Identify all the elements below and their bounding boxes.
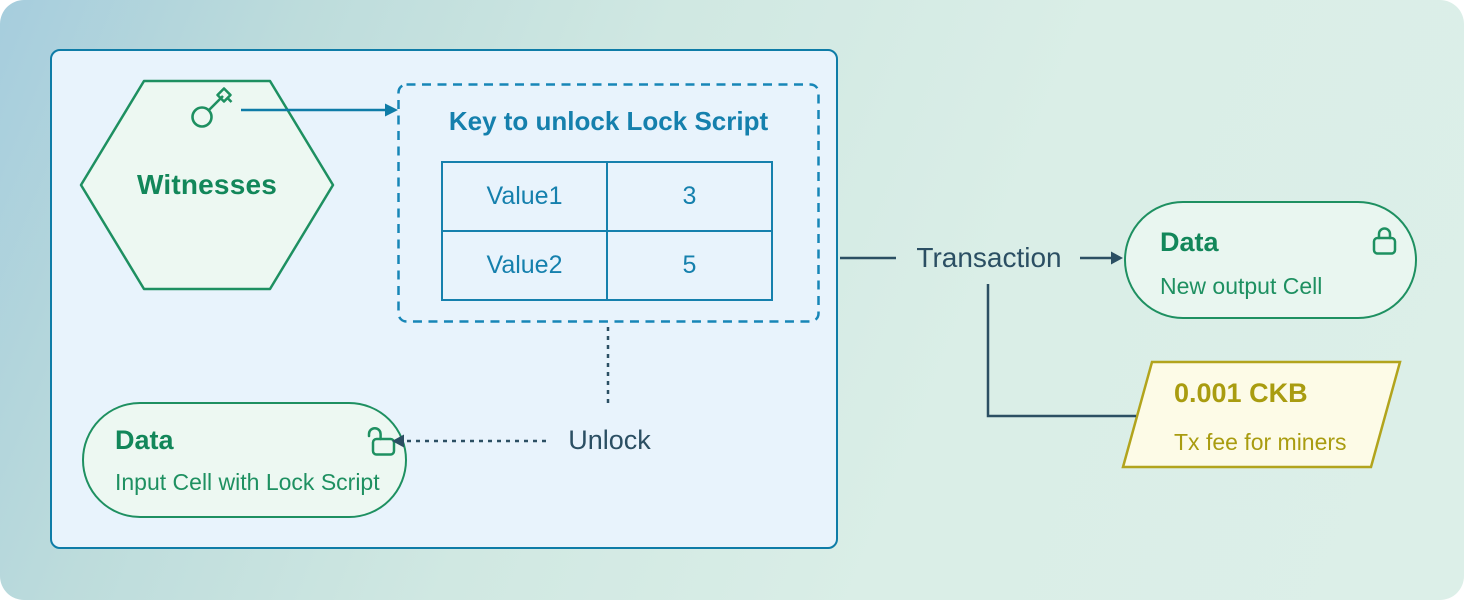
key-cell: Value1 xyxy=(441,161,608,232)
dashed-border xyxy=(397,83,820,323)
key-script-box: Key to unlock Lock Script Value1 3 Value… xyxy=(397,83,820,323)
table-row: Value1 3 xyxy=(441,161,773,232)
witnesses-hexagon: Witnesses xyxy=(78,78,336,292)
hexagon-shape xyxy=(79,79,335,291)
output-cell-subtitle: New output Cell xyxy=(1160,273,1323,299)
key-value-table: Value1 3 Value2 5 xyxy=(441,161,773,301)
fee-amount: 0.001 CKB xyxy=(1174,378,1308,408)
lock-open-icon xyxy=(367,426,396,456)
fee-parallelogram xyxy=(1121,360,1402,469)
table-row: Value2 5 xyxy=(441,230,773,301)
witnesses-label: Witnesses xyxy=(136,169,278,200)
key-cell: Value2 xyxy=(441,230,608,301)
unlock-label: Unlock xyxy=(568,425,651,455)
input-cell-title: Data xyxy=(115,425,174,455)
output-cell: Data New output Cell xyxy=(1124,201,1417,319)
key-icon xyxy=(191,87,233,128)
input-cell: Data Input Cell with Lock Script xyxy=(82,402,407,518)
value-cell: 3 xyxy=(606,161,773,232)
lock-closed-icon xyxy=(1372,227,1397,255)
value-cell: 5 xyxy=(606,230,773,301)
fee-subtitle: Tx fee for miners xyxy=(1174,429,1347,455)
output-cell-title: Data xyxy=(1160,227,1219,257)
transaction-label: Transaction xyxy=(916,242,1062,273)
input-cell-subtitle: Input Cell with Lock Script xyxy=(115,469,380,495)
key-box-title: Key to unlock Lock Script xyxy=(448,106,769,136)
